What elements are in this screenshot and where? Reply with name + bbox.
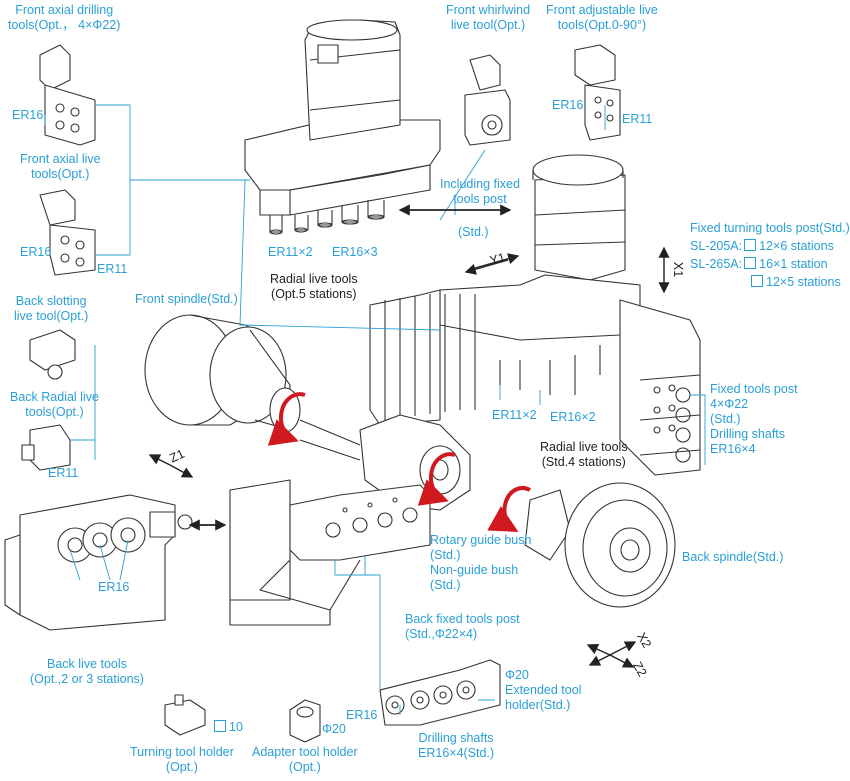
back-slotting-tool bbox=[29, 329, 76, 380]
label-er16-back: ER16 bbox=[98, 580, 130, 594]
label-rotary-guide: Rotary guide bush(Std.)Non-guide bush(St… bbox=[430, 533, 532, 592]
adapter-tool-holder bbox=[289, 699, 321, 743]
rotation-arrows bbox=[267, 392, 531, 532]
front-axial-drilling-tool bbox=[39, 44, 96, 146]
label-std-post: (Std.) bbox=[458, 225, 489, 239]
square-icon bbox=[214, 720, 226, 732]
label-back-spindle: Back spindle(Std.) bbox=[682, 550, 784, 564]
back-radial-tool bbox=[21, 424, 71, 471]
front-adjustable-tool bbox=[574, 44, 621, 141]
center-base bbox=[229, 479, 431, 626]
label-er11-c: ER11 bbox=[48, 466, 79, 480]
turning-tool-holder bbox=[164, 694, 206, 736]
axis-arrows bbox=[148, 204, 670, 668]
square-icon bbox=[744, 239, 757, 251]
label-turning-holder: Turning tool holder(Opt.) bbox=[130, 745, 234, 774]
back-live-tools-block bbox=[4, 494, 193, 631]
leader-lines bbox=[44, 104, 706, 715]
label-back-live-tools: Back live tools(Opt.,2 or 3 stations) bbox=[30, 657, 144, 686]
label-er16-drill: ER16 bbox=[346, 708, 378, 722]
front-whirlwind-tool bbox=[464, 54, 511, 146]
label-phi20-adapter: Φ20 bbox=[322, 722, 346, 736]
label-er16-a: ER16 bbox=[12, 108, 44, 122]
square-icon bbox=[751, 275, 763, 287]
label-er11x2-mid: ER11×2 bbox=[492, 408, 537, 422]
row-sl265a: SL-265A:16×1 station bbox=[690, 257, 828, 271]
back-fixed-post-drill-assembly bbox=[379, 659, 501, 726]
right-motor-gang-post bbox=[369, 154, 701, 476]
label-radial-live-opt: Radial live tools(Opt.5 stations) bbox=[270, 272, 358, 301]
label-er16x2-mid: ER16×2 bbox=[550, 410, 596, 424]
label-back-fixed-post: Back fixed tools post(Std.,Φ22×4) bbox=[405, 612, 520, 641]
square-icon bbox=[744, 257, 757, 269]
label-er11x2-top: ER11×2 bbox=[268, 245, 313, 259]
label-turning-holder-val: 10 bbox=[212, 720, 243, 735]
label-er16x3-top: ER16×3 bbox=[332, 245, 378, 259]
label-er11-adj: ER11 bbox=[622, 112, 653, 126]
front-spindle-body bbox=[144, 314, 361, 461]
label-er16-adj: ER16 bbox=[552, 98, 584, 112]
top-motor-block bbox=[244, 19, 441, 235]
label-fixed-turning-title: Fixed turning tools post(Std.) bbox=[690, 221, 850, 235]
label-front-spindle: Front spindle(Std.) bbox=[135, 292, 238, 306]
row-sl205a: SL-205A:12×6 stations bbox=[690, 239, 834, 253]
back-spindle-body bbox=[524, 482, 676, 608]
label-er16-b: ER16 bbox=[20, 245, 52, 259]
label-er11-b: ER11 bbox=[97, 262, 128, 276]
row-sl265a-2: 12×5 stations bbox=[749, 275, 841, 290]
front-axial-live-tool bbox=[39, 189, 96, 276]
label-radial-live-std: Radial live tools(Std.4 stations) bbox=[540, 440, 628, 469]
label-adapter-holder: Adapter tool holder(Opt.) bbox=[252, 745, 358, 774]
label-x1: X1 bbox=[671, 261, 686, 278]
